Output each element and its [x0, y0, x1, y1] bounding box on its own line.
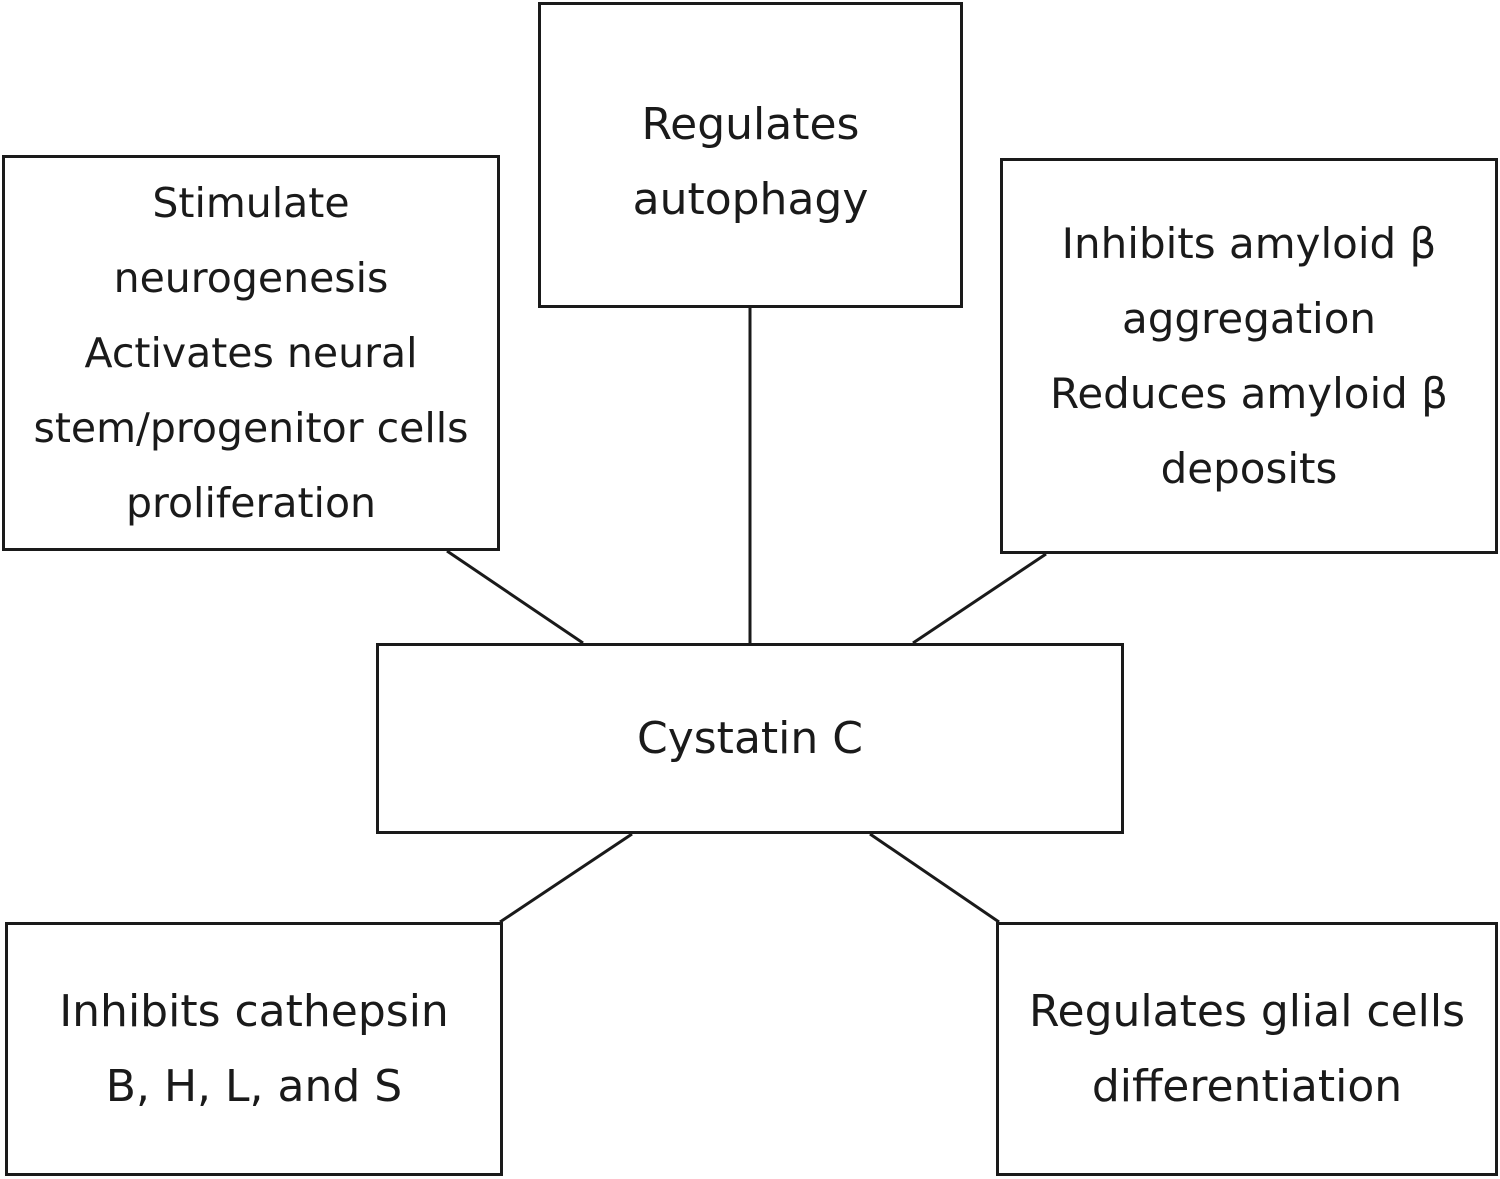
node-amyloid-line-1: Inhibits amyloid β — [1061, 219, 1437, 268]
connector-cathepsin — [499, 832, 633, 924]
node-glial-differentiation: Regulates glial cells differentiation — [996, 922, 1498, 1176]
connector-neurogenesis — [446, 549, 584, 645]
node-neuro-line-4: stem/progenitor cells — [33, 403, 469, 452]
connector-amyloid — [912, 552, 1047, 645]
node-cathepsin-line-1: Inhibits cathepsin — [59, 986, 449, 1037]
node-neuro-line-2: neurogenesis — [113, 253, 389, 302]
node-autophagy-line-2: autophagy — [632, 174, 869, 225]
node-amyloid-beta: Inhibits amyloid β aggregation Reduces a… — [1000, 158, 1498, 554]
node-cystatin-c: Cystatin C — [376, 643, 1124, 834]
node-amyloid-line-3: Reduces amyloid β — [1050, 369, 1448, 418]
node-neuro-line-5: proliferation — [125, 478, 377, 527]
node-amyloid-line-4: deposits — [1160, 444, 1338, 493]
node-glial-line-1: Regulates glial cells — [1028, 986, 1466, 1037]
connector-glial — [869, 832, 1000, 924]
node-cathepsin-line-2: B, H, L, and S — [105, 1061, 403, 1112]
node-inhibits-cathepsin: Inhibits cathepsin B, H, L, and S — [5, 922, 503, 1176]
center-label: Cystatin C — [637, 713, 863, 764]
node-autophagy-line-1: Regulates — [641, 99, 860, 150]
node-neuro-line-1: Stimulate — [152, 178, 350, 227]
node-neurogenesis: Stimulate neurogenesis Activates neural … — [2, 155, 500, 551]
node-neuro-line-3: Activates neural — [84, 328, 418, 377]
node-glial-line-2: differentiation — [1091, 1061, 1403, 1112]
node-regulates-autophagy: Regulates autophagy — [538, 2, 963, 308]
node-amyloid-line-2: aggregation — [1121, 294, 1377, 343]
